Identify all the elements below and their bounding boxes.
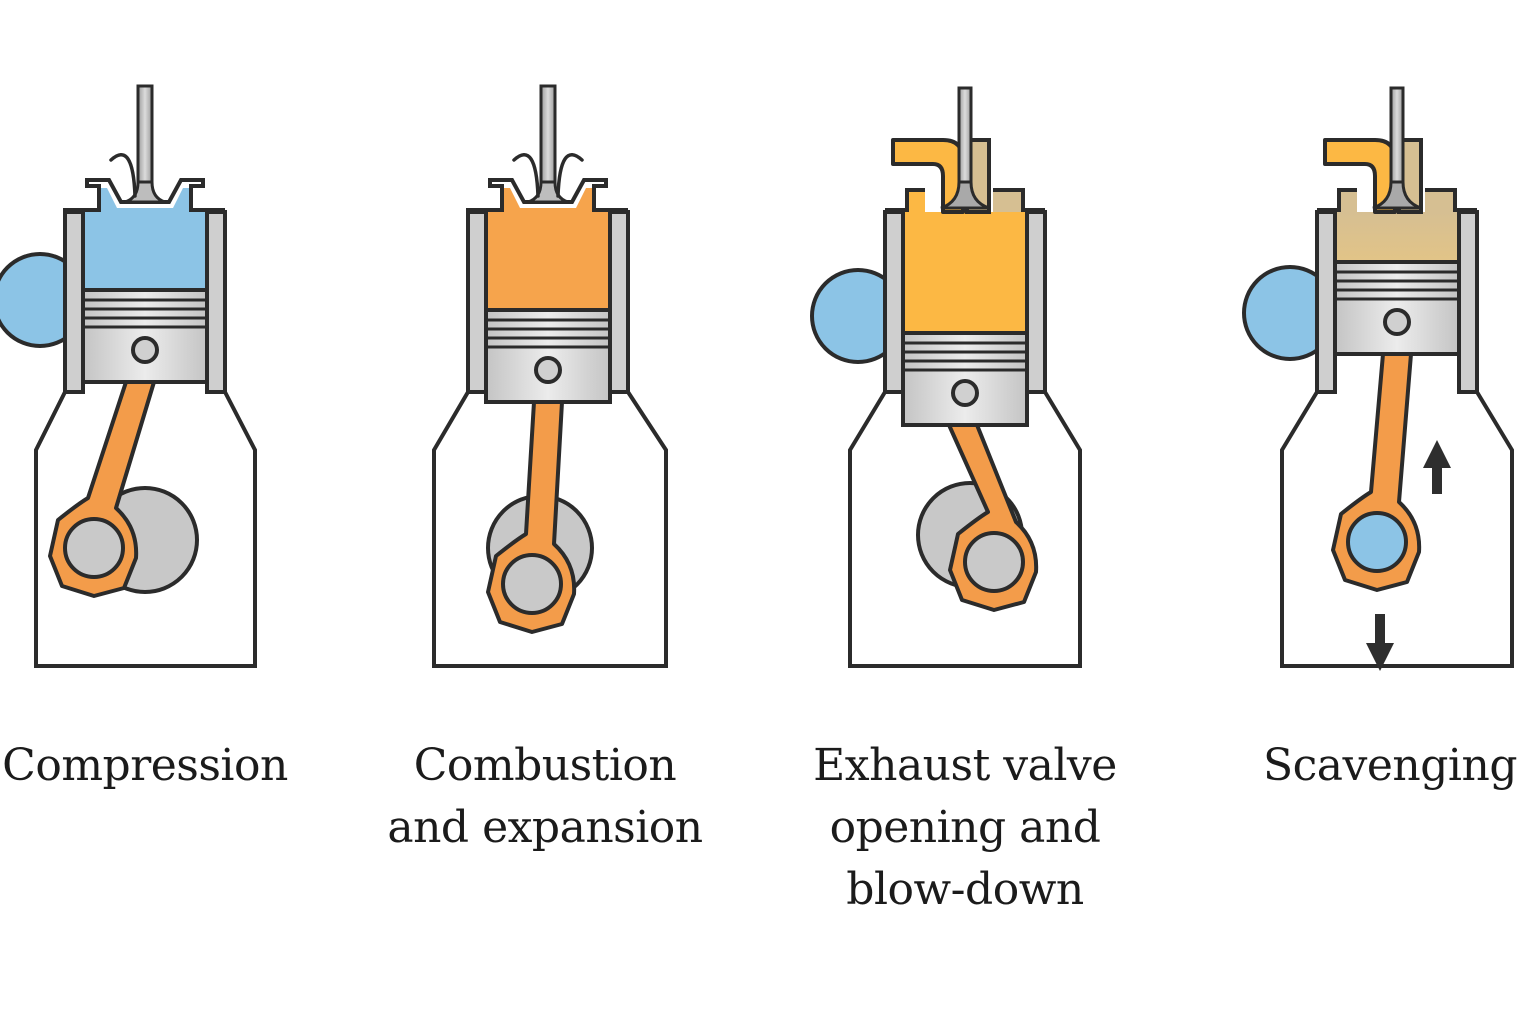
cylinder-wall-left [883, 210, 905, 394]
cylinder-wall-left [63, 210, 85, 394]
injector-tip [527, 180, 569, 204]
caption-line: Exhaust valve [813, 740, 1117, 791]
gudgeon-pin [1383, 308, 1411, 336]
exhaust-duct [1323, 138, 1397, 214]
head-pocket-gas [99, 188, 191, 212]
fuel-spray-left [109, 153, 137, 198]
head-step-left-fill [1339, 192, 1357, 212]
head-step-right-fill [993, 192, 1023, 212]
cylinder-wall-right [608, 210, 630, 394]
gudgeon-pin [534, 356, 562, 384]
cylinder-head [1317, 188, 1477, 212]
caption-line: Compression [2, 740, 288, 791]
caption-line: Combustion [413, 740, 677, 791]
crank-pin [63, 517, 125, 579]
arrow-down-icon [1366, 614, 1394, 671]
stage-combustion-and-expansion [432, 84, 668, 668]
head-pocket-gas [502, 188, 594, 212]
stage-scavenging [1242, 86, 1514, 671]
caption-line: Scavenging [1263, 740, 1518, 791]
cylinder-wall-left [466, 210, 488, 394]
caption-line: and expansion [387, 802, 703, 853]
exhaust-valve-head [1372, 180, 1422, 210]
cylinder-wall-right [205, 210, 227, 394]
caption-compression: Compression [0, 735, 290, 797]
gudgeon-pin [951, 379, 979, 407]
exhaust-valve-stem [957, 86, 973, 192]
head-step-right-fill [1425, 192, 1455, 212]
fuel-spray-right [556, 153, 584, 198]
combustion-chamber-gas [486, 212, 610, 310]
combustion-chamber-gas [83, 212, 207, 290]
cylinder-wall-left [1315, 210, 1337, 394]
arrow-up-icon [1423, 440, 1451, 494]
crank-pin [963, 531, 1025, 593]
fuel-spray-left [512, 153, 540, 198]
caption-line: opening and [829, 802, 1101, 853]
cylinder-head [466, 178, 628, 214]
injector-tip [124, 180, 166, 204]
stage-exhaust-valve-opening-and-blow-down [810, 86, 1082, 668]
crank-pin [501, 553, 563, 615]
stage-compression [0, 84, 257, 668]
caption-combustion-and-expansion: Combustion and expansion [385, 735, 705, 859]
head-step-left-fill [907, 192, 925, 212]
cylinder-wall-right [1457, 210, 1479, 394]
cylinder-head [63, 178, 225, 214]
exhaust-valve-head [940, 180, 990, 210]
crank-pin [1346, 511, 1408, 573]
exhaust-duct [891, 138, 965, 214]
caption-exhaust-valve-opening: Exhaust valve opening and blow-down [805, 735, 1125, 921]
caption-scavenging: Scavenging [1250, 735, 1530, 797]
combustion-chamber-gas [903, 212, 1027, 333]
caption-line: blow-down [846, 864, 1084, 915]
combustion-chamber-gas [1335, 212, 1459, 262]
exhaust-valve-stem [1389, 86, 1405, 192]
gudgeon-pin [131, 336, 159, 364]
cylinder-wall-right [1025, 210, 1047, 394]
cylinder-head [885, 188, 1045, 212]
